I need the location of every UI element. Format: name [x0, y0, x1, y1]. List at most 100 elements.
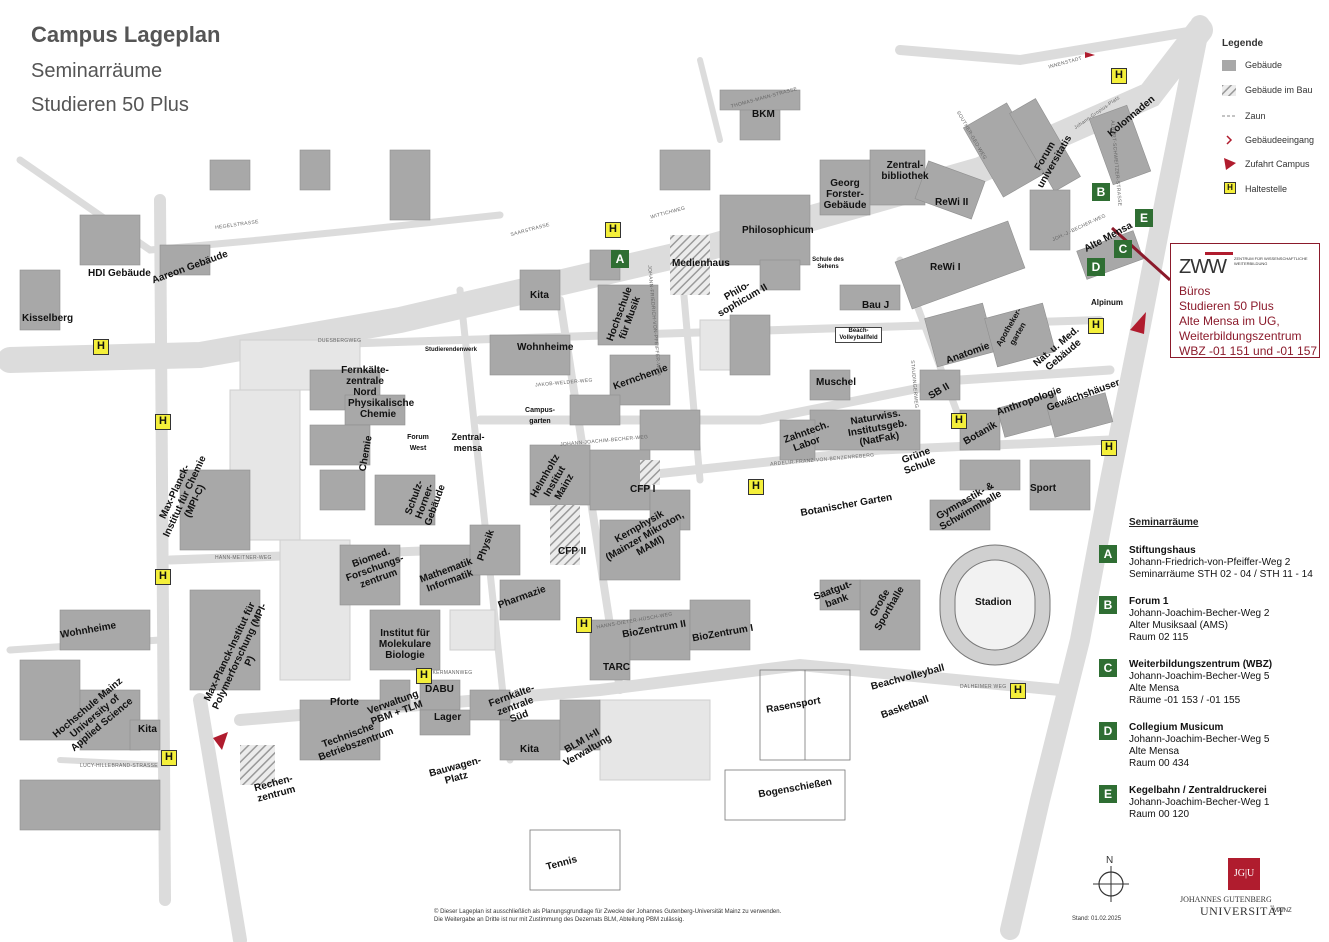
- zww-line: Alte Mensa im UG,: [1179, 314, 1280, 328]
- building-label-hdi: HDI Gebäude: [88, 268, 151, 279]
- building-label-stadion: Stadion: [975, 597, 1012, 608]
- university-name-line1: JOHANNES GUTENBERG: [1180, 895, 1272, 904]
- bus-stop-icon: H: [1010, 683, 1026, 699]
- building-label-zentralmensa: Zentral-mensa: [451, 432, 485, 453]
- building-label-bkm: BKM: [752, 109, 775, 120]
- building-label-sport: Sport: [1030, 483, 1057, 494]
- building-label-philosophicum: Philosophicum: [742, 225, 814, 236]
- seminar-letter-badge: E: [1099, 785, 1117, 803]
- seminar-letter-badge: B: [1099, 596, 1117, 614]
- legend-item-label: Gebäudeeingang: [1245, 135, 1315, 145]
- building-label-forum-west: Forum West: [407, 434, 429, 452]
- zww-line: Studieren 50 Plus: [1179, 299, 1274, 313]
- jgu-logo-mark: JG|U: [1228, 858, 1260, 890]
- seminar-entry-line: Seminarräume STH 02 - 04 / STH 11 - 14: [1129, 569, 1313, 580]
- building-label-georg-forster: Georg Forster-Gebäude: [823, 178, 867, 211]
- seminar-entry-d: D Collegium Musicum Johann-Joachim-Beche…: [1099, 722, 1324, 770]
- map-subtitle-50plus: Studieren 50 Plus: [31, 94, 189, 116]
- building-label-rewi-ii: ReWi II: [935, 197, 969, 208]
- seminar-entry-line: Johann-Friedrich-von-Pfeiffer-Weg 2: [1129, 557, 1291, 568]
- building-label-fernkaelte-nord: Fernkälte-zentrale Nord: [341, 365, 389, 398]
- seminar-entry-e: E Kegelbahn / Zentraldruckerei Johann-Jo…: [1099, 785, 1324, 821]
- building-label-muschel: Muschel: [816, 377, 857, 388]
- seminar-entry-b: B Forum 1 Johann-Joachim-Becher-Weg 2 Al…: [1099, 596, 1324, 644]
- seminar-entry-line: Johann-Joachim-Becher-Weg 1: [1129, 797, 1270, 808]
- seminar-entry-name: Kegelbahn / Zentraldruckerei: [1129, 785, 1267, 796]
- building-label-campusgarten: Campus-garten: [525, 407, 555, 425]
- building-label-rewi-i: ReWi I: [930, 262, 961, 273]
- seminar-marker-c[interactable]: C: [1114, 240, 1132, 258]
- seminar-list-title: Seminarräume: [1129, 517, 1199, 528]
- building-label-kita-south: Kita: [520, 744, 539, 755]
- legend-item-label: Gebäude: [1245, 60, 1283, 70]
- building-label-dabu: DABU: [425, 684, 454, 695]
- building-label-bau-j: Bau J: [862, 300, 890, 311]
- zww-logo-bar: [1205, 252, 1233, 255]
- building-label-kita-west: Kita: [138, 724, 157, 735]
- seminar-entry-line: Johann-Joachim-Becher-Weg 2: [1129, 608, 1270, 619]
- building-label-schule-des-sehens: Schule des Sehens: [812, 257, 844, 270]
- seminar-marker-d[interactable]: D: [1087, 258, 1105, 276]
- legend-item-label: Zaun: [1245, 111, 1266, 121]
- seminar-entry-name: Stiftungshaus: [1129, 545, 1196, 556]
- seminar-entry-line: Alte Mensa: [1129, 746, 1180, 757]
- seminar-marker-a[interactable]: A: [611, 250, 629, 268]
- compass: N: [1093, 855, 1129, 905]
- legend-item-label: Zufahrt Campus: [1245, 159, 1310, 169]
- seminar-entry-name: Forum 1: [1129, 596, 1169, 607]
- stand-date: Stand: 01.02.2025: [1072, 916, 1122, 922]
- seminar-entry-name: Weiterbildungszentrum (WBZ): [1129, 659, 1273, 670]
- building-label-zentralbibliothek: Zentral-bibliothek: [881, 160, 929, 182]
- zww-pointer-line: [1110, 226, 1172, 282]
- legend-item-label: Gebäude im Bau: [1245, 85, 1313, 95]
- seminar-entry-a: A Stiftungshaus Johann-Friedrich-von-Pfe…: [1099, 545, 1324, 581]
- street-label-ackermannweg: ACKERMANNWEG: [425, 670, 473, 676]
- seminar-entry-line: Raum 00 434: [1129, 758, 1190, 769]
- seminar-marker-b[interactable]: B: [1092, 183, 1110, 201]
- bus-stop-icon: H: [155, 569, 171, 585]
- street-label-lucy-hillebrand: LUCY-HILLEBRAND-STRASSE: [80, 763, 158, 769]
- stadium-graphic: [939, 544, 1051, 666]
- copyright-symbol: ©: [434, 909, 439, 915]
- footer-disclaimer: © Dieser Lageplan ist ausschließlich als…: [434, 908, 781, 924]
- bus-stop-icon: H: [1101, 440, 1117, 456]
- bus-stop-icon: H: [155, 414, 171, 430]
- seminar-entry-line: Räume -01 153 / -01 155: [1129, 695, 1241, 706]
- zww-text: Büros Studieren 50 Plus Alte Mensa im UG…: [1179, 284, 1317, 359]
- bus-stop-icon: H: [1111, 68, 1127, 84]
- footer-line2: Die Weitergabe an Dritte ist nur mit Zus…: [434, 917, 684, 923]
- seminar-letter-badge: A: [1099, 545, 1117, 563]
- university-logo: JG|U JOHANNES GUTENBERG UNIVERSITÄT MAIN…: [1180, 858, 1295, 918]
- bus-stop-icon: H: [93, 339, 109, 355]
- zww-info-box: ZWW ZENTRUM FÜR WISSENSCHAFTLICHE WEITER…: [1170, 243, 1320, 358]
- bus-stop-icon: H: [951, 413, 967, 429]
- seminar-entry-c: C Weiterbildungszentrum (WBZ) Johann-Joa…: [1099, 659, 1324, 707]
- zww-logo: ZWW: [1179, 256, 1227, 278]
- seminar-entry-line: Johann-Joachim-Becher-Weg 5: [1129, 671, 1270, 682]
- seminar-marker-e[interactable]: E: [1135, 209, 1153, 227]
- building-label-medienhaus: Medienhaus: [672, 258, 730, 269]
- building-label-lager: Lager: [434, 712, 462, 723]
- compass-rose: [1093, 866, 1129, 902]
- bus-stop-icon: H: [748, 479, 764, 495]
- zww-line: Büros: [1179, 284, 1211, 298]
- seminar-entry-line: Raum 02 115: [1129, 632, 1189, 643]
- bus-stop-icon: H: [1224, 182, 1236, 194]
- bus-stop-icon: H: [605, 222, 621, 238]
- building-label-beachvolleyballfeld: Beach-Volleyballfeld: [835, 327, 882, 343]
- university-name-line2: UNIVERSITÄT: [1200, 904, 1285, 918]
- legend-swatches: [1222, 60, 1236, 170]
- building-label-studierendenwerk: Studierendenwerk: [425, 347, 478, 353]
- street-label-duesbergweg: DUESBERGWEG: [318, 338, 362, 344]
- building-label-pforte: Pforte: [330, 697, 359, 708]
- compass-north-label: N: [1106, 855, 1114, 866]
- seminar-entry-line: Alter Musiksaal (AMS): [1129, 620, 1228, 631]
- legend: Legende Gebäude Gebäude im Bau Zaun Gebä…: [1222, 38, 1322, 194]
- map-title: Campus Lageplan: [31, 22, 221, 47]
- street-label-dalheimer-weg: DALHEIMER WEG: [960, 684, 1007, 690]
- seminar-letter-badge: D: [1099, 722, 1117, 740]
- sport-fields: [529, 669, 851, 891]
- bus-stop-icon: H: [161, 750, 177, 766]
- bus-stop-icon: H: [576, 617, 592, 633]
